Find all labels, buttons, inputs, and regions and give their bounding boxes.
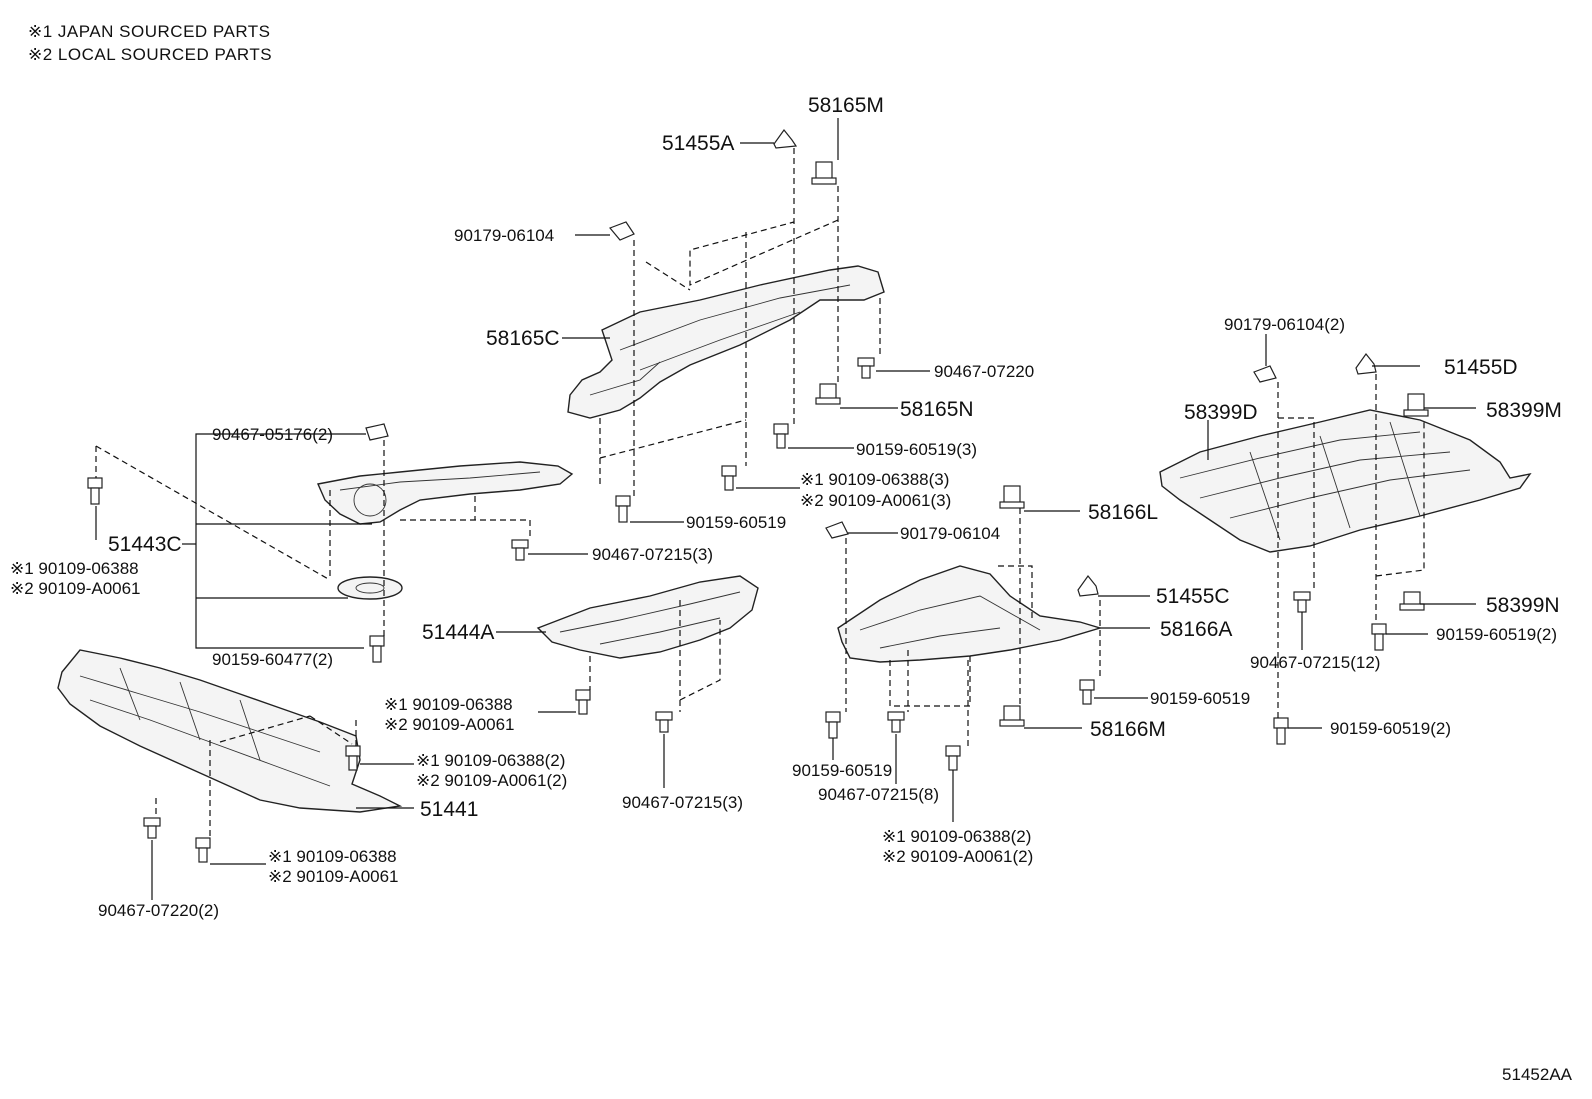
fastener-90109-06388-mid [575,689,591,715]
fastener-51455a [773,129,798,149]
fastener-90467-07220 [857,357,875,379]
label-90109-a0061-2b: ※2 90109-A0061(2) [882,847,1033,866]
label-58165c: 58165C [486,327,560,350]
fastener-90159-60519-2b [1273,717,1289,745]
label-90109-a0061-left: ※2 90109-A0061 [10,579,141,598]
label-90159-60519-c: 90159-60519 [792,761,892,780]
fastener-90179-06104-b [825,521,849,539]
label-90159-60519-3: 90159-60519(3) [856,440,977,459]
fastener-90467-07215-3a [511,539,529,561]
part-58166a-shape [837,565,1103,663]
label-51443c: 51443C [108,533,182,556]
label-58399d: 58399D [1184,401,1258,424]
label-51455a: 51455A [662,132,734,155]
fastener-90109-06388-2a [345,745,361,771]
label-90109-06388-2a: ※1 90109-06388(2) [416,751,565,770]
fastener-90159-60519-c [825,711,841,739]
label-58166m: 58166M [1090,718,1166,741]
label-90467-05176-2: 90467-05176(2) [212,425,333,444]
fastener-58165n [815,383,841,405]
label-90159-60519-b: 90159-60519 [1150,689,1250,708]
label-51441: 51441 [420,798,478,821]
leader-lines [95,118,1476,900]
label-90467-07215-3a: 90467-07215(3) [592,545,713,564]
label-90467-07220: 90467-07220 [934,362,1034,381]
fastener-51455d [1355,353,1377,375]
fastener-90467-07215-3b [655,711,673,733]
label-90109-06388-3: ※1 90109-06388(3) [800,470,949,489]
label-90467-07215-8: 90467-07215(8) [818,785,939,804]
catalog-id: 51452AA [1502,1065,1572,1084]
fastener-90179-06104-a [608,221,635,241]
fastener-58165m [811,161,837,185]
part-51443c-shape [317,461,574,600]
fastener-90109-06388-2b [945,745,961,771]
fastener-90109-06388-left [87,477,103,505]
fastener-51455c [1077,575,1099,597]
fastener-90467-07215-12 [1293,591,1311,613]
part-51444a-shape [536,575,759,659]
fastener-90467-07215-8 [887,711,905,733]
fastener-58166m [999,705,1025,727]
label-51455d: 51455D [1444,356,1518,379]
alignment-lines [95,148,1425,838]
label-90159-60519-2b: 90159-60519(2) [1330,719,1451,738]
legend-local-sourced: ※2 LOCAL SOURCED PARTS [28,45,273,64]
label-90159-60519-a: 90159-60519 [686,513,786,532]
label-58399n: 58399N [1486,594,1560,617]
fastener-58399n [1399,591,1425,611]
label-90109-06388-2b: ※1 90109-06388(2) [882,827,1031,846]
fastener-90159-60519-b [1079,679,1095,705]
label-90109-a0061-low: ※2 90109-A0061 [268,867,399,886]
label-90109-06388-low: ※1 90109-06388 [268,847,397,866]
label-58166a: 58166A [1160,618,1232,641]
part-51441-shape [57,649,403,813]
legend-japan-sourced: ※1 JAPAN SOURCED PARTS [28,22,271,41]
label-58166l: 58166L [1088,501,1158,524]
label-90467-07215-3b: 90467-07215(3) [622,793,743,812]
fastener-90467-05176 [365,423,389,441]
label-90109-06388-mid: ※1 90109-06388 [384,695,513,714]
label-51444a: 51444A [422,621,494,644]
fastener-58166l [999,485,1025,509]
label-90179-06104-a: 90179-06104 [454,226,554,245]
label-90467-07215-12: 90467-07215(12) [1250,653,1380,672]
label-90109-a0061-2a: ※2 90109-A0061(2) [416,771,567,790]
fastener-90109-06388-low [195,837,211,863]
fastener-90159-60519-a [615,495,631,523]
label-90159-60519-2a: 90159-60519(2) [1436,625,1557,644]
label-58165m: 58165M [808,94,884,117]
label-90109-a0061-3: ※2 90109-A0061(3) [800,491,951,510]
fastener-90179-06104-2 [1253,365,1277,383]
fastener-90159-60477 [369,635,385,663]
label-90179-06104-b: 90179-06104 [900,524,1000,543]
label-58165n: 58165N [900,398,974,421]
label-58399m: 58399M [1486,399,1562,422]
fastener-90159-60519-3 [773,423,789,449]
fastener-90467-07220-2 [143,817,161,839]
fastener-58399m [1403,393,1429,417]
part-58165c-shape [567,265,885,419]
fastener-90109-06388-3 [721,465,737,491]
label-90109-a0061-mid: ※2 90109-A0061 [384,715,515,734]
label-51455c: 51455C [1156,585,1230,608]
label-90109-06388-left: ※1 90109-06388 [10,559,139,578]
fastener-90159-60519-2a [1371,623,1387,651]
part-58399d-shape [1159,409,1532,553]
label-90179-06104-2: 90179-06104(2) [1224,315,1345,334]
label-90159-60477-2: 90159-60477(2) [212,650,333,669]
label-90467-07220-2: 90467-07220(2) [98,901,219,920]
legend: ※1 JAPAN SOURCED PARTS ※2 LOCAL SOURCED … [28,20,272,66]
